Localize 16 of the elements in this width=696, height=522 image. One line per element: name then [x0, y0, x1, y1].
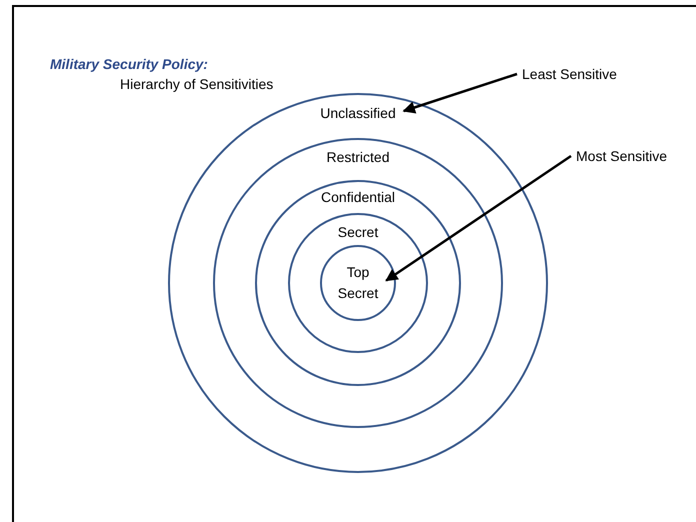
concentric-ring: [213, 138, 503, 428]
level-label: Restricted: [326, 149, 390, 165]
inner-circle: [320, 245, 396, 321]
arrow: [385, 154, 572, 282]
callout-text: Most Sensitive: [576, 148, 668, 164]
concentric-ring: [288, 213, 428, 353]
title: Military Security Policy:: [50, 56, 208, 72]
concentric-ring: [255, 180, 461, 386]
level-label: Unclassified: [320, 105, 396, 121]
subtitle: Hierarchy of Sensitivities: [120, 76, 274, 92]
level-label: Confidential: [321, 189, 395, 205]
callout-text: Least Sensitive: [522, 66, 617, 82]
level-label: Top Secret: [338, 264, 378, 301]
level-label: Secret: [338, 224, 378, 240]
arrow: [402, 72, 518, 114]
concentric-ring: [168, 93, 548, 473]
